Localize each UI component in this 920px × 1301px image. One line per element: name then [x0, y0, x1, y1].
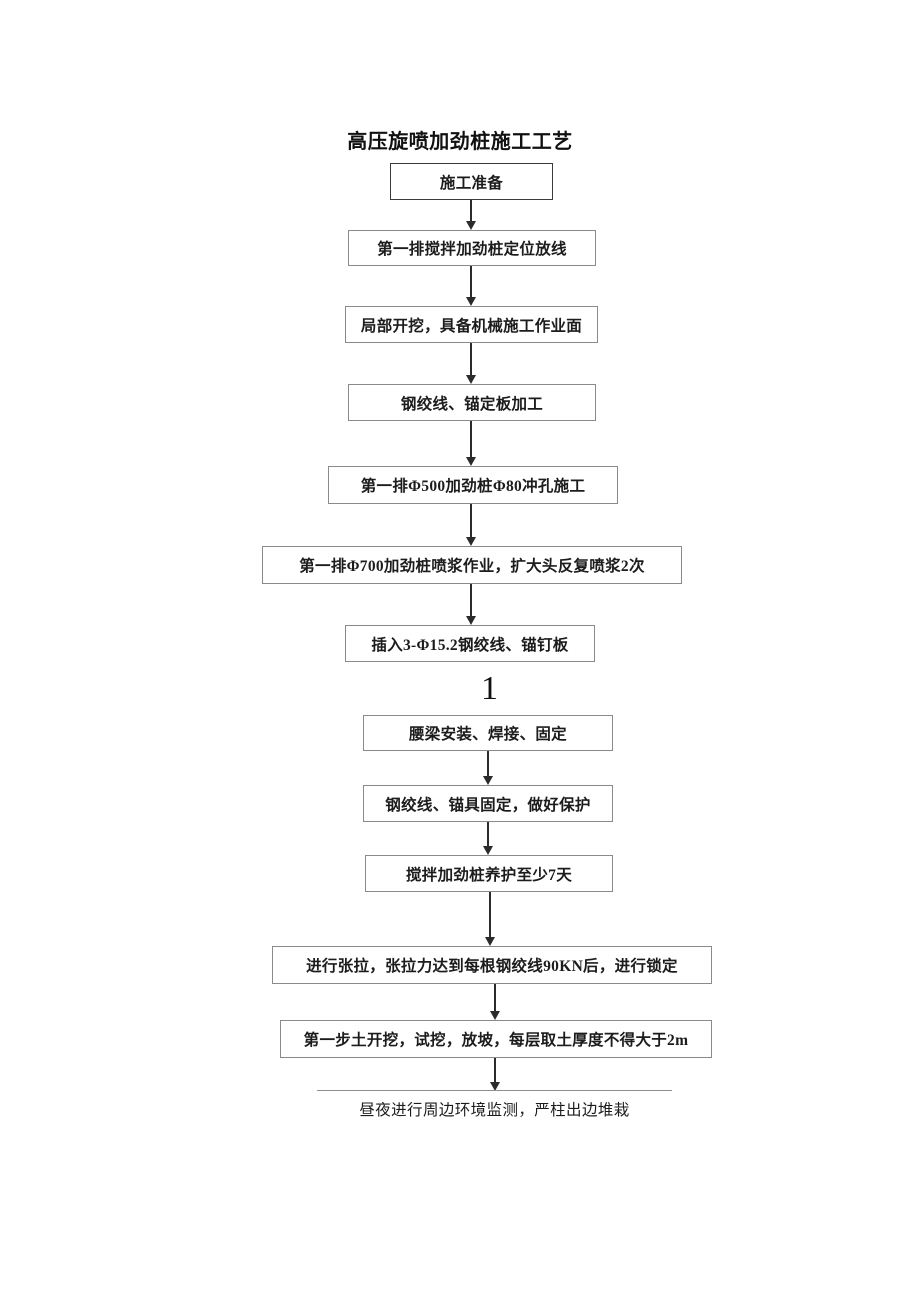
arrow-head-icon — [466, 375, 476, 384]
stray-numeral-label: 1 — [481, 670, 498, 707]
arrow-head-icon — [466, 457, 476, 466]
flow-node-n11: 进行张拉，张拉力达到每根钢绞线90KN后，进行锁定 — [272, 946, 712, 984]
flow-node-n13-label: 昼夜进行周边环境监测，严柱出边堆栽 — [359, 1102, 630, 1119]
flowchart-title: 高压旋喷加劲桩施工工艺 — [347, 129, 573, 153]
connector-line — [487, 751, 489, 777]
connector-line — [494, 984, 496, 1012]
flow-node-n2: 第一排搅拌加劲桩定位放线 — [348, 230, 596, 266]
arrow-head-icon — [466, 221, 476, 230]
connector-line — [470, 200, 472, 222]
arrow-head-icon — [483, 846, 493, 855]
flow-node-n8: 腰梁安装、焊接、固定 — [363, 715, 613, 751]
flow-node-n12: 第一步土开挖，试挖，放坡，每层取土厚度不得大于2m — [280, 1020, 712, 1058]
connector-line — [489, 892, 491, 938]
flow-node-n6: 第一排Φ700加劲桩喷浆作业，扩大头反复喷浆2次 — [262, 546, 682, 584]
arrow-head-icon — [466, 616, 476, 625]
flow-node-n5: 第一排Φ500加劲桩Φ80冲孔施工 — [328, 466, 618, 504]
flow-node-n13-clipped-box — [317, 1090, 672, 1150]
flow-node-n3: 局部开挖，具备机械施工作业面 — [345, 306, 598, 343]
flow-node-n7: 插入3-Φ15.2钢绞线、锚钉板 — [345, 625, 595, 662]
flow-node-n10: 搅拌加劲桩养护至少7天 — [365, 855, 613, 892]
connector-line — [470, 584, 472, 617]
arrow-head-icon — [466, 297, 476, 306]
arrow-head-icon — [490, 1011, 500, 1020]
arrow-head-icon — [466, 537, 476, 546]
arrow-head-icon — [483, 776, 493, 785]
connector-line — [470, 266, 472, 298]
arrow-head-icon — [485, 937, 495, 946]
connector-line — [470, 421, 472, 458]
flow-node-n4: 钢绞线、锚定板加工 — [348, 384, 596, 421]
connector-line — [470, 343, 472, 376]
connector-line — [494, 1058, 496, 1083]
flow-node-n1: 施工准备 — [390, 163, 553, 200]
flow-node-n9: 钢绞线、锚具固定，做好保护 — [363, 785, 613, 822]
connector-line — [470, 504, 472, 538]
connector-line — [487, 822, 489, 847]
